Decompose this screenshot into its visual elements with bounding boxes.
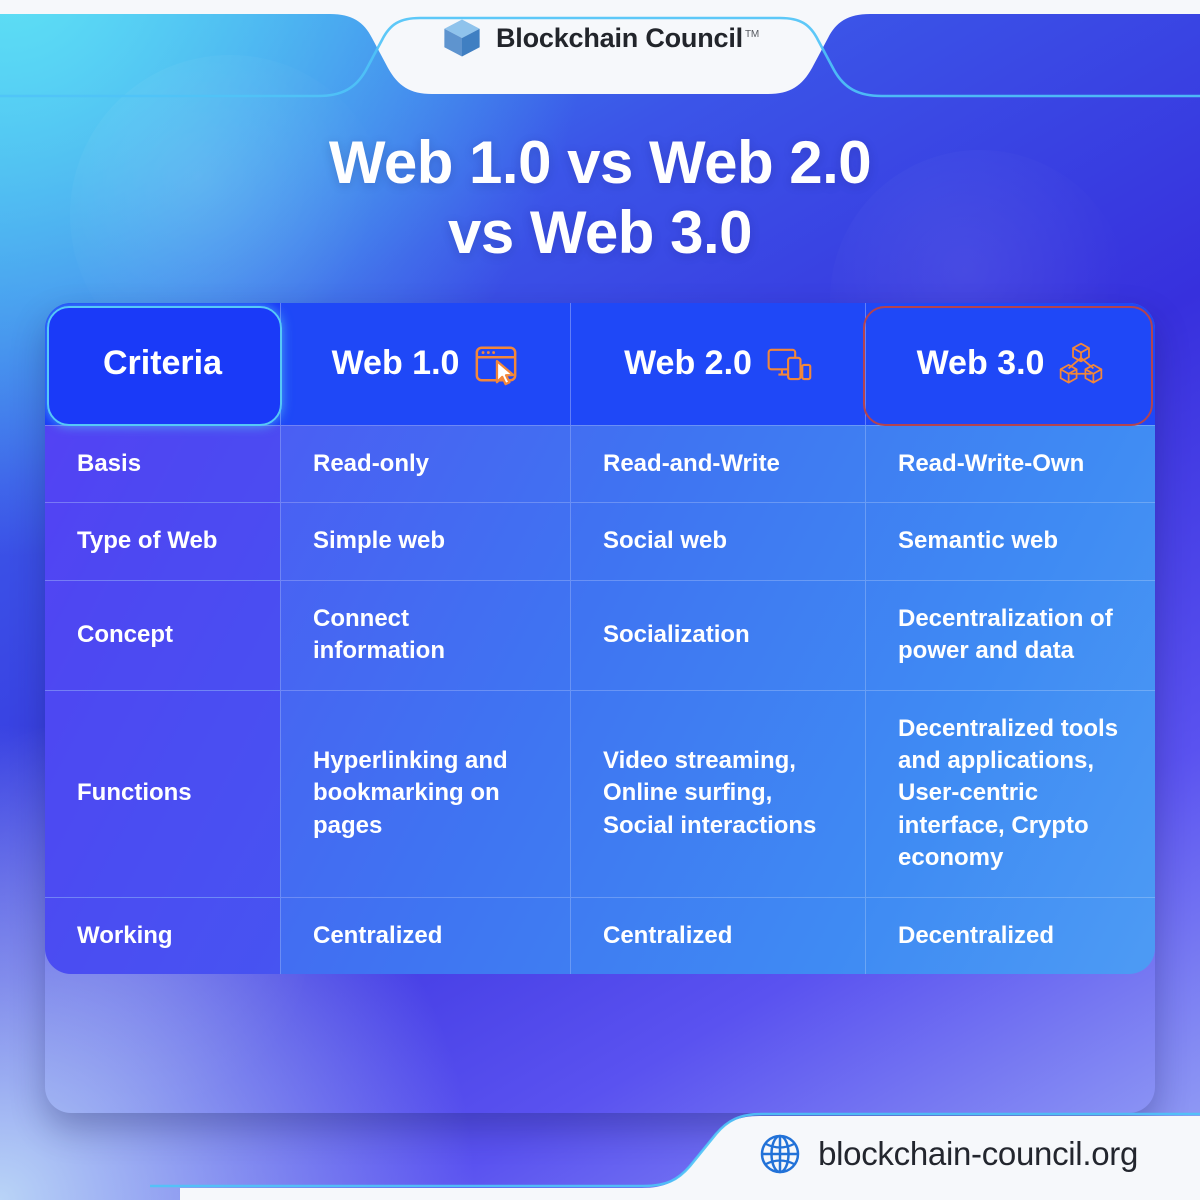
browser-window-cursor-icon bbox=[476, 346, 517, 386]
table-cell-web1: Centralized bbox=[280, 897, 570, 974]
page-title-line-1: Web 1.0 vs Web 2.0 bbox=[328, 129, 872, 196]
table-row: Basis Read-only Read-and-Write Read-Writ… bbox=[45, 425, 1155, 503]
table-cell-criteria: Working bbox=[45, 897, 280, 974]
table-cell-web3: Decentralized tools and applications, Us… bbox=[865, 690, 1155, 897]
table-row: Functions Hyperlinking and bookmarking o… bbox=[45, 689, 1155, 897]
table-header-criteria: Criteria bbox=[45, 303, 280, 425]
blockchain-cube-icon bbox=[444, 19, 480, 57]
table-header-web2-label: Web 2.0 bbox=[624, 344, 752, 383]
cell-text: Working bbox=[77, 921, 173, 949]
cell-text: Functions bbox=[77, 779, 192, 807]
cell-text: Basis bbox=[77, 450, 142, 477]
table-cell-web3: Decentralized bbox=[865, 897, 1155, 974]
table-cell-criteria: Type of Web bbox=[45, 503, 280, 581]
page-title: Web 1.0 vs Web 2.0 vs Web 3.0 bbox=[0, 128, 1200, 268]
table-cell-web2: Video streaming, Online surfing, Social … bbox=[570, 690, 865, 897]
table-cell-web1: Read-only bbox=[280, 426, 570, 503]
table-cell-web2: Read-and-Write bbox=[570, 426, 865, 503]
page-title-line-2: vs Web 3.0 bbox=[447, 199, 753, 267]
table-row: Working Centralized Centralized Decentra… bbox=[45, 896, 1155, 974]
table-header-web1-label: Web 1.0 bbox=[331, 344, 460, 383]
footer-banner: blockchain-council.org bbox=[0, 1088, 1200, 1200]
table-header-web3-label: Web 3.0 bbox=[916, 344, 1045, 383]
table-cell-criteria: Concept bbox=[45, 580, 280, 690]
table-cell-web2: Socialization bbox=[570, 580, 865, 690]
table-header-row: Criteria Web 1.0 Web 2. bbox=[45, 303, 1155, 426]
footer-url-text: blockchain-council.org bbox=[818, 1135, 1138, 1172]
table-cell-web1: Simple web bbox=[280, 503, 570, 580]
table-header-web2: Web 2.0 bbox=[570, 303, 865, 425]
table-cell-criteria: Functions bbox=[45, 690, 280, 897]
table-cell-web1: Hyperlinking and bookmarking on pages bbox=[280, 690, 570, 897]
table-cell-criteria: Basis bbox=[45, 426, 280, 503]
footer-website[interactable]: blockchain-council.org bbox=[758, 1132, 1138, 1176]
table-cell-web3: Semantic web bbox=[865, 503, 1155, 580]
cell-text: Type of Web bbox=[77, 527, 218, 555]
table-row: Concept Connect information Socializatio… bbox=[45, 579, 1155, 690]
table-cell-web3: Read-Write-Own bbox=[865, 426, 1155, 503]
trademark-symbol: TM bbox=[744, 28, 759, 40]
table-row: Type of Web Simple web Social web Semant… bbox=[45, 502, 1155, 581]
connected-cubes-icon bbox=[1060, 342, 1103, 384]
table-cell-web3: Decentralization of power and data bbox=[865, 580, 1155, 690]
multi-device-icon bbox=[767, 348, 812, 381]
cell-text: Concept bbox=[77, 620, 173, 648]
brand-name-text: Blockchain Council bbox=[496, 22, 743, 53]
table-cell-web1: Connect information bbox=[280, 580, 570, 690]
table-cell-web2: Centralized bbox=[570, 897, 865, 974]
table-header-web3: Web 3.0 bbox=[865, 303, 1155, 425]
table-header-web1: Web 1.0 bbox=[280, 303, 570, 425]
table-header-criteria-label: Criteria bbox=[102, 344, 223, 383]
globe-icon bbox=[760, 1134, 800, 1174]
table-cell-web2: Social web bbox=[570, 503, 865, 580]
comparison-table: Criteria Web 1.0 Web 2. bbox=[45, 303, 1155, 974]
